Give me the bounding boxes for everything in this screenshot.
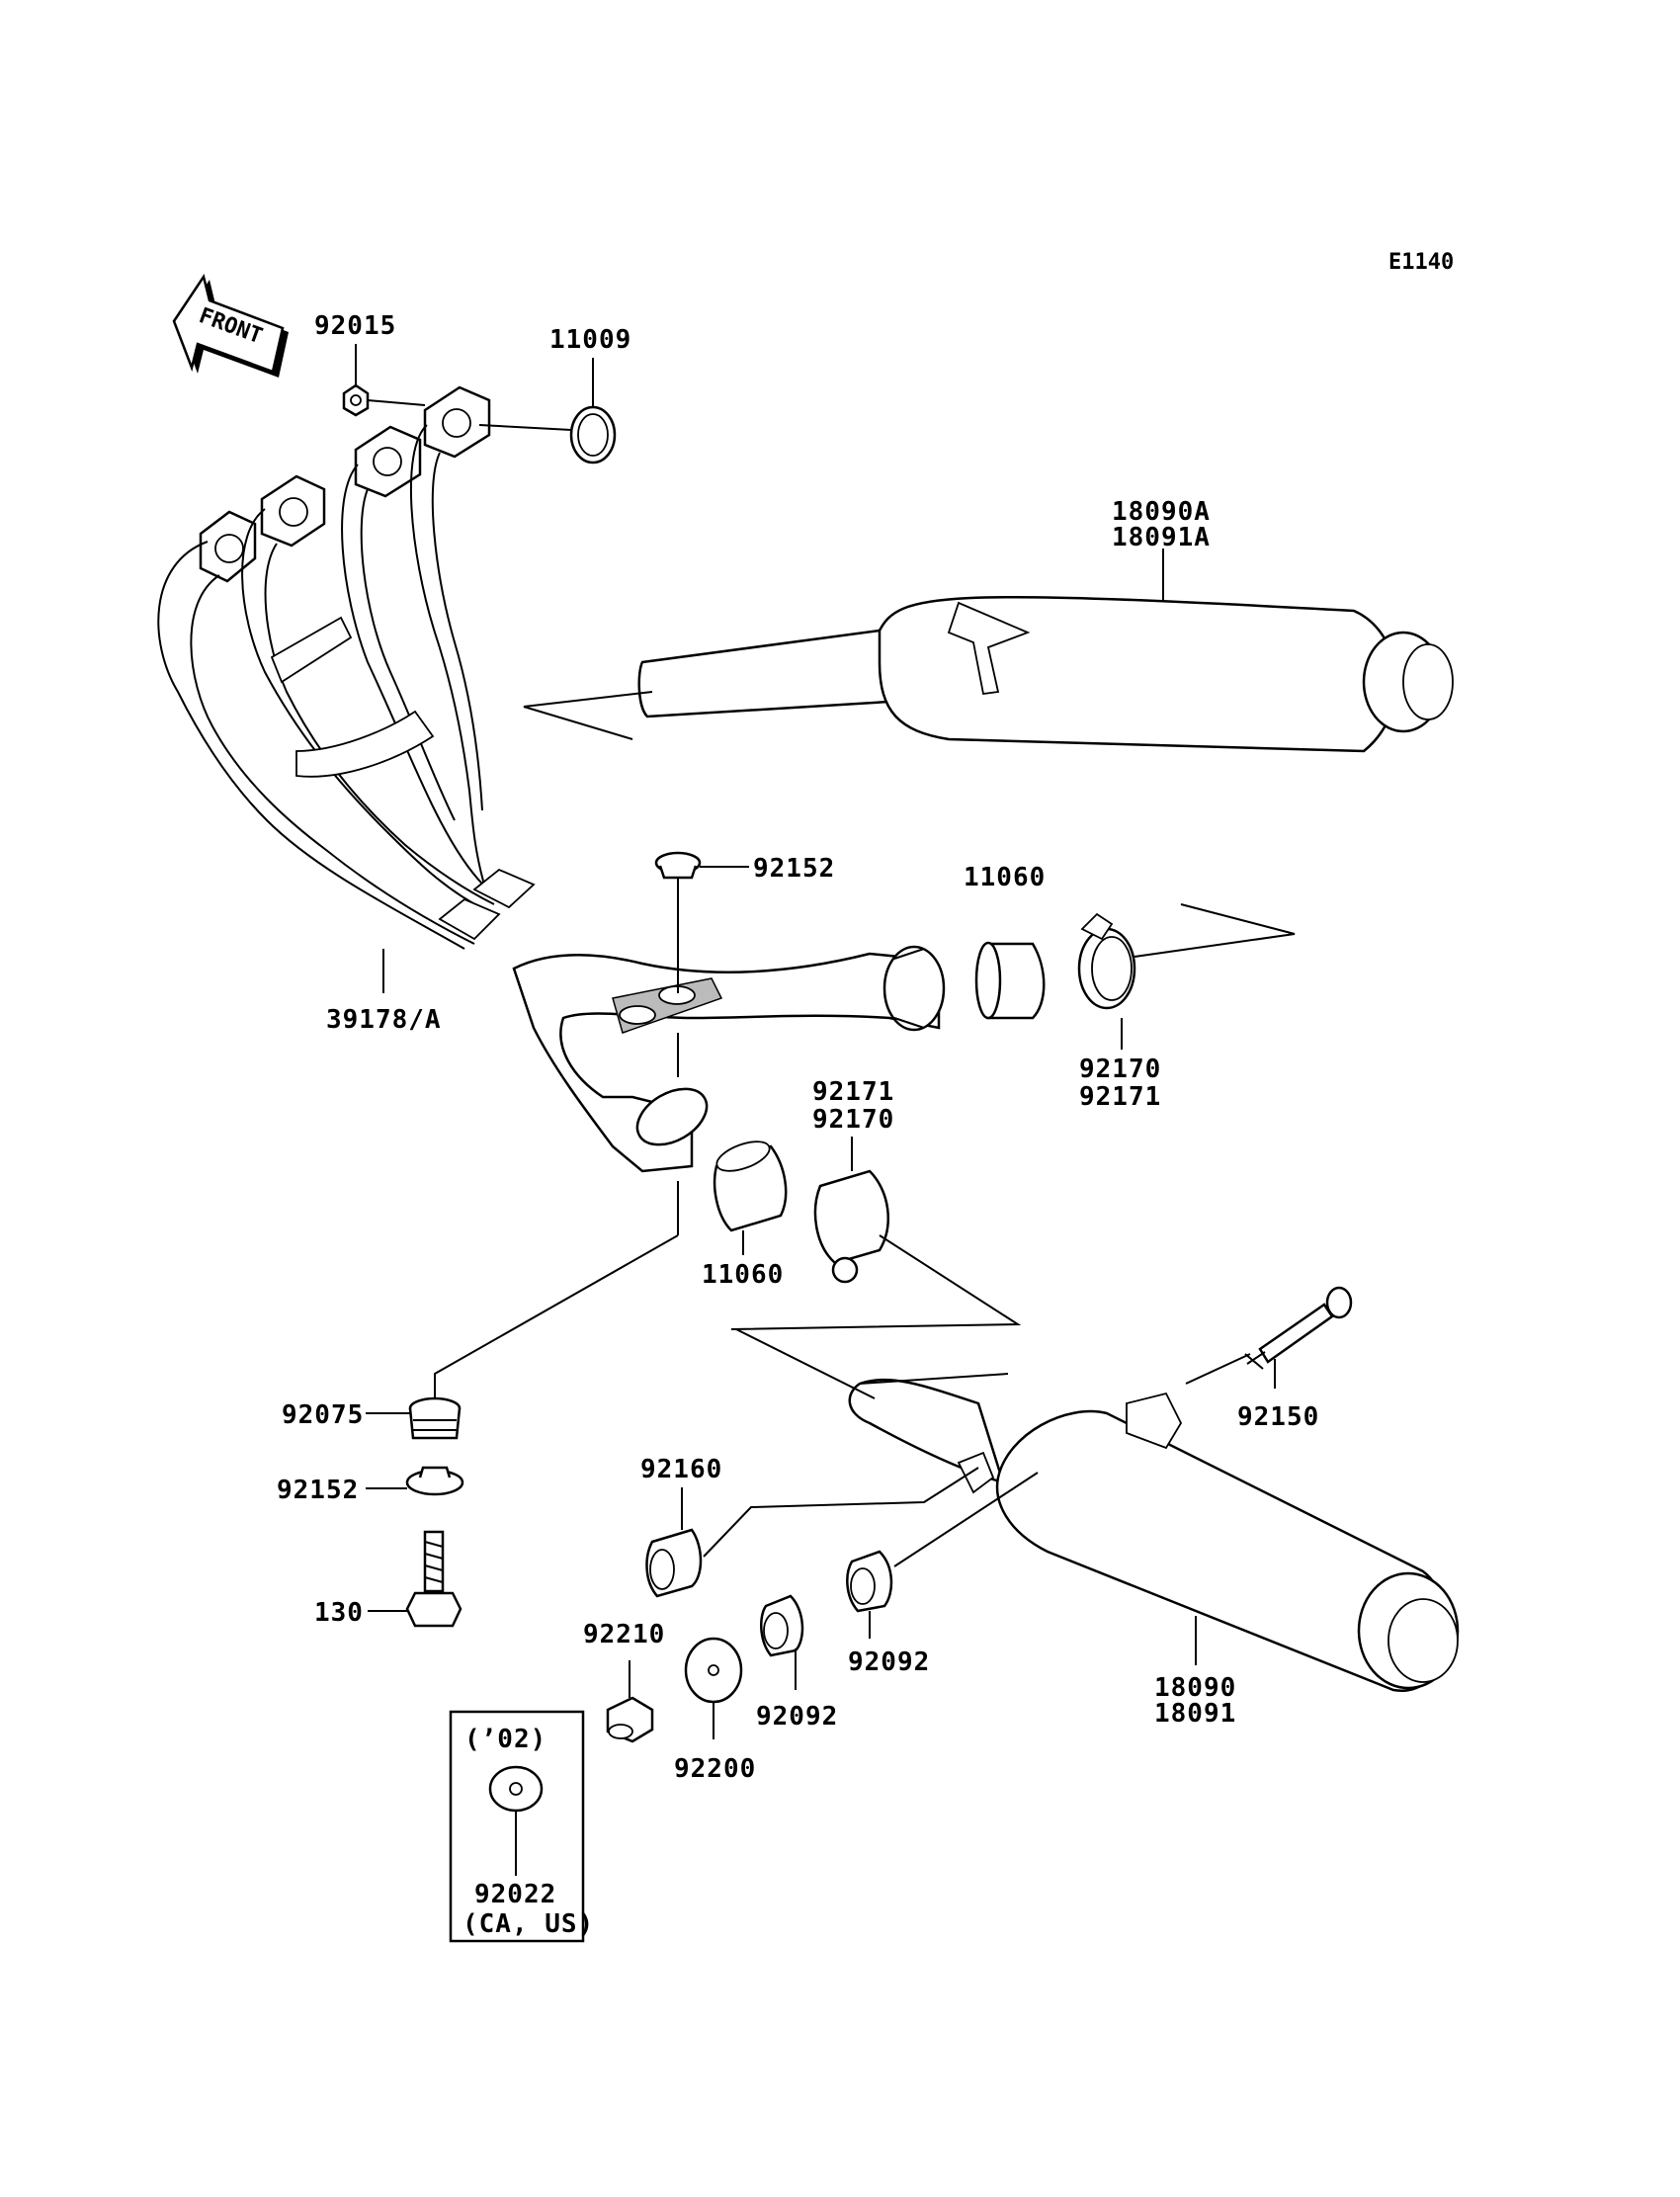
label-130: 130 xyxy=(314,1598,364,1628)
inset-part: 92022 xyxy=(474,1880,556,1909)
inset-variant-box: (’02) 92022 (CA, US) xyxy=(449,1710,594,1943)
label-18090A: 18090A xyxy=(1112,497,1211,527)
label-11060-bottom: 11060 xyxy=(702,1260,784,1290)
washer-92022 xyxy=(488,1765,544,1813)
label-11060-top: 11060 xyxy=(964,863,1046,892)
sleeve-11060-bottom xyxy=(713,1141,788,1232)
label-18090: 18090 xyxy=(1154,1673,1236,1703)
nut-92015 xyxy=(342,383,370,417)
inset-markets: (CA, US) xyxy=(462,1909,594,1939)
label-92092-left: 92092 xyxy=(756,1702,838,1732)
diagram-code: E1140 xyxy=(1388,250,1454,275)
cap-nut-92210 xyxy=(606,1696,654,1743)
exhaust-header-pipes xyxy=(157,385,536,950)
label-92160: 92160 xyxy=(640,1455,722,1484)
collar-92152-bottom xyxy=(405,1466,464,1496)
label-92075: 92075 xyxy=(282,1400,364,1430)
washer-92200 xyxy=(684,1637,743,1704)
label-39178A: 39178/A xyxy=(326,1005,442,1035)
grommet-92152-top xyxy=(654,851,702,880)
damper-92092-right xyxy=(846,1472,1039,1613)
label-92152-top: 92152 xyxy=(753,854,835,884)
inset-year: (’02) xyxy=(464,1725,546,1754)
label-18091A: 18091A xyxy=(1112,523,1211,552)
label-92015: 92015 xyxy=(314,311,396,341)
label-92170-middle: 92170 xyxy=(812,1105,894,1135)
bolt-130 xyxy=(405,1530,462,1628)
label-92200: 92200 xyxy=(674,1754,756,1784)
label-18091: 18091 xyxy=(1154,1699,1236,1729)
collar-92160 xyxy=(645,1467,979,1598)
damper-92092-left xyxy=(760,1594,804,1657)
label-92210: 92210 xyxy=(583,1620,665,1649)
label-11009: 11009 xyxy=(549,325,631,355)
bolt-92150 xyxy=(1244,1286,1353,1370)
leader-lines xyxy=(355,344,1276,1739)
label-92150: 92150 xyxy=(1237,1402,1319,1432)
label-92171-right: 92171 xyxy=(1079,1082,1161,1112)
label-92171-middle: 92171 xyxy=(812,1077,894,1107)
label-92152-bottom: 92152 xyxy=(277,1476,359,1505)
clamp-92170-right xyxy=(1077,903,1296,1010)
upper-muffler xyxy=(523,595,1454,753)
sleeve-11060-top xyxy=(974,941,1046,1020)
gasket-11009 xyxy=(569,405,617,465)
label-92092-right: 92092 xyxy=(848,1648,930,1677)
front-arrow-icon: FRONT xyxy=(172,273,289,378)
collector-y-pipe xyxy=(512,945,946,1173)
label-92170-right: 92170 xyxy=(1079,1055,1161,1084)
damper-92075 xyxy=(408,1396,462,1440)
lower-muffler xyxy=(735,1328,1460,1692)
clamp-92171-middle xyxy=(730,1169,1022,1330)
